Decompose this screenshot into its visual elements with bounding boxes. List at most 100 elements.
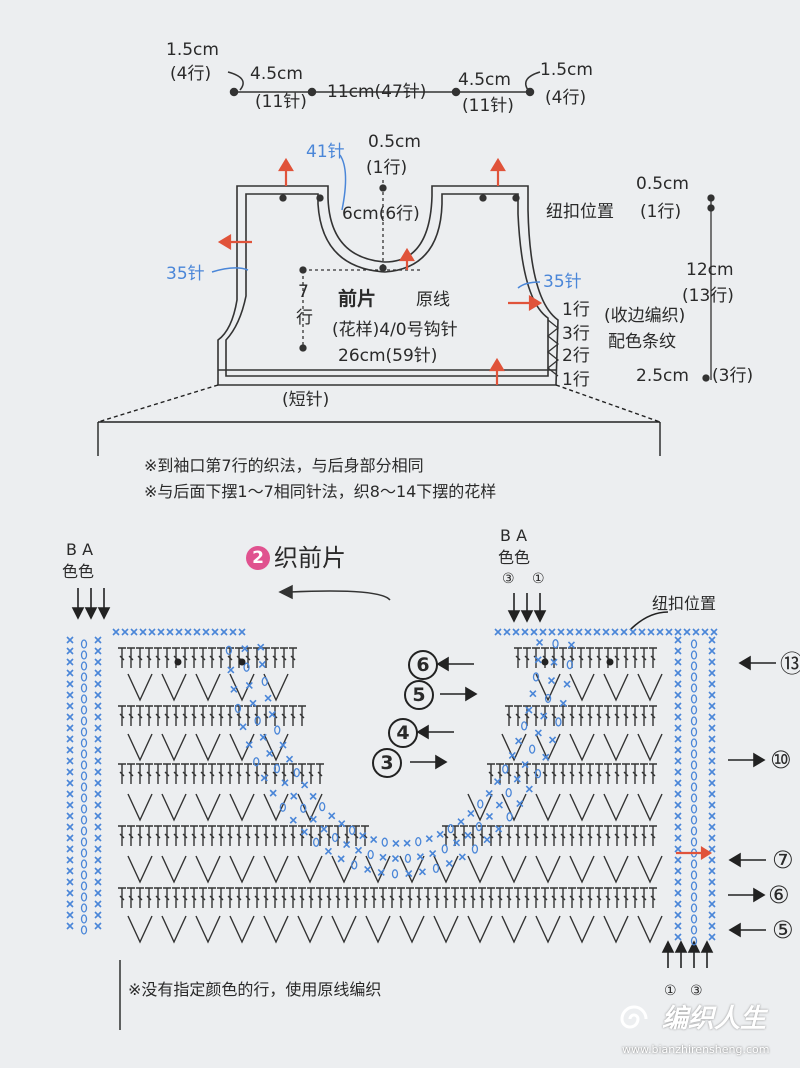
sc-stitch (94, 889, 102, 897)
sc-stitch (245, 681, 253, 690)
sc-stitch (66, 922, 74, 930)
dc-stitch (622, 763, 630, 784)
chain-stitch (80, 859, 88, 869)
dc-stitch (577, 763, 585, 784)
chain-stitch (502, 764, 509, 774)
dc-stitch (622, 705, 630, 726)
dc-stitch (505, 705, 513, 726)
chain-stitch (80, 705, 88, 715)
dc-stitch (316, 763, 324, 784)
dc-stitch (514, 647, 522, 668)
chain-stitch (348, 825, 356, 835)
dc-stitch (307, 825, 315, 846)
sc-stitch (66, 878, 74, 886)
row-7-label: ⑦ (772, 846, 794, 874)
dc-stitch (559, 825, 567, 846)
sc-stitch (708, 768, 716, 776)
sc-stitch (674, 746, 682, 754)
dc-stitch (280, 825, 288, 846)
dc-stitch (154, 887, 162, 908)
sc-stitch (674, 889, 682, 897)
dc-stitch (631, 647, 639, 668)
v-stitch (569, 915, 595, 944)
dc-stitch (127, 647, 135, 668)
sc-stitch (66, 900, 74, 908)
dc-stitch (442, 887, 450, 908)
sc-stitch (320, 825, 328, 833)
dc-stitch (613, 763, 621, 784)
v-stitch (535, 793, 561, 822)
dc-stitch (271, 887, 279, 908)
sc-stitch (94, 746, 102, 754)
dc-stitch (640, 825, 648, 846)
dc-stitch (118, 763, 126, 784)
sc-stitch (238, 628, 246, 636)
dim-left-4rows: (4行) (170, 64, 212, 84)
v-stitch (603, 733, 629, 762)
dc-stitch (163, 763, 171, 784)
down-arrows (71, 588, 714, 968)
sc-stitch (495, 825, 503, 833)
sc-stitch (66, 801, 74, 809)
dc-stitch (397, 887, 405, 908)
chain-stitch (234, 703, 242, 714)
sc-stitch (66, 779, 74, 787)
dim-right-11st: (11针) (462, 96, 514, 116)
dc-stitch (352, 825, 360, 846)
chain-stitch (243, 662, 250, 672)
chain-stitch (80, 793, 88, 803)
dim-right-1-5: 1.5cm (540, 60, 593, 80)
dc-stitch (613, 887, 621, 908)
chain-stitch (80, 892, 88, 902)
chain-stitch (80, 760, 88, 770)
chain-stitch (690, 903, 698, 913)
dc-stitch (145, 647, 153, 668)
dc-stitch (604, 763, 612, 784)
sc-stitch (66, 834, 74, 842)
mid-c1: ① (532, 571, 545, 587)
sc-stitch (458, 853, 466, 861)
dc-stitch (118, 705, 126, 726)
sc-stitch (674, 790, 682, 798)
sc-stitch (513, 775, 521, 783)
dc-stitch (145, 825, 153, 846)
dc-stitch (595, 887, 603, 908)
v-stitch (569, 793, 595, 822)
schematic-guides (279, 180, 715, 382)
sc-stitch (563, 680, 571, 688)
sc-stitch (485, 789, 493, 797)
dc-stitch (226, 887, 234, 908)
chain-stitch (80, 672, 88, 682)
dc-stitch (199, 887, 207, 908)
dc-stitch (262, 647, 270, 668)
dc-stitch (334, 887, 342, 908)
v-stitch (467, 855, 493, 884)
v-stitch (569, 733, 595, 762)
chain-stitch (529, 744, 536, 754)
v-stitch (229, 673, 255, 702)
dc-stitch (352, 887, 360, 908)
dc-stitch (235, 887, 243, 908)
sc-stitch (708, 669, 716, 677)
sc-stitch (620, 628, 628, 636)
dc-stitch (586, 825, 594, 846)
v-stitch (195, 915, 221, 944)
dim-left-1-5: 1.5cm (166, 40, 219, 60)
dc-stitch (631, 705, 639, 726)
chain-stitch (690, 815, 698, 825)
chain-stitch (80, 848, 88, 858)
dim-left-4-5: 4.5cm (250, 64, 303, 84)
sc-stitch (290, 792, 298, 800)
sc-stitch (452, 839, 461, 847)
dc-stitch (559, 763, 567, 784)
v-stitch (161, 855, 187, 884)
bottom-c3: ③ (690, 983, 703, 999)
dc-stitch (280, 705, 288, 726)
dc-stitch (307, 763, 315, 784)
sc-stitch (535, 638, 544, 647)
sc-stitch (94, 636, 102, 644)
sc-stitch (94, 834, 102, 842)
v-stitch (569, 673, 595, 702)
dc-stitch (289, 705, 297, 726)
sc-stitch (674, 691, 682, 699)
